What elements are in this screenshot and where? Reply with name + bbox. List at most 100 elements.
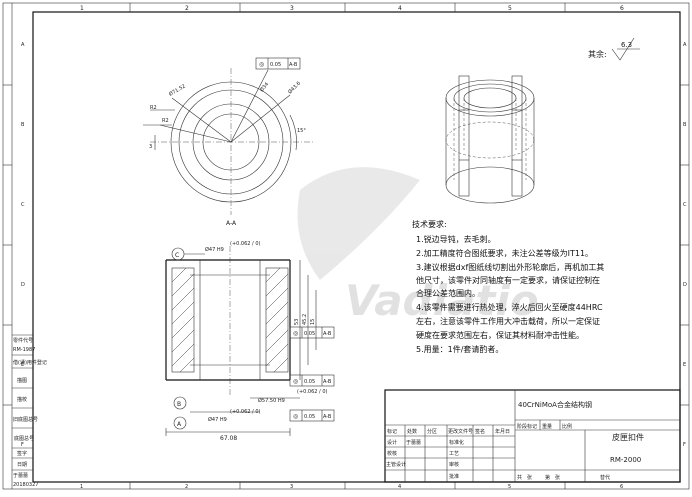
dim-bot-tol: (+0.062 / 0) [230, 409, 260, 415]
tb-row1-role: 设计 [387, 439, 397, 446]
zone-row-A: A [21, 42, 25, 48]
tech-req-title: 技术要求: [412, 219, 447, 229]
dim-mid-tol: (+0.062 / 0) [297, 389, 327, 395]
zone-col-1: 1 [80, 5, 84, 12]
stage-header-3: 比例 [562, 423, 572, 430]
sheet-total-unit: 张 [527, 474, 532, 481]
gdt1-datum: A-B [289, 62, 298, 68]
surface-finish-note: 其余: 6.3 [588, 37, 640, 61]
tb-row2-item: 工艺 [449, 451, 459, 457]
version-label: 替代 [600, 474, 610, 481]
dim-r2-b: R2 [150, 105, 157, 111]
tech-req-line-1: 1.锐边导钝，去毛刺。 [416, 234, 496, 244]
left-registration-strip: 零件代号 RM-1987 借(通)用件登记 描图 描校 旧底图总号 底图总号 签… [12, 334, 47, 488]
zone-row-right-F: F [683, 442, 686, 448]
dim-height-45: 45.2 [302, 314, 308, 325]
tech-req-line-5: 合理公差范围内。 [416, 288, 480, 298]
dim-height-15: 15 [310, 319, 316, 325]
tb-row1-name: 于蕾蕾 [406, 439, 421, 446]
dim-r2-a: R2 [162, 118, 169, 124]
surface-finish-label: 其余: [588, 49, 607, 59]
concentricity-icon: ◎ [259, 61, 264, 68]
strip-signed-date: 20180327 [13, 482, 38, 488]
stage-header-1: 阶段标记 [517, 423, 537, 430]
zone-col-bottom-3: 3 [290, 484, 293, 490]
dim-d43: Ø43.6 [286, 80, 302, 96]
tb-header-change-no: 更改文件号 [448, 428, 473, 435]
strip-trace-check: 描校 [17, 396, 27, 403]
dim-d34: Ø34 [258, 81, 270, 93]
zone-row-F: F [21, 442, 24, 448]
inner-frame [32, 11, 681, 483]
sheet-index: 第 [545, 474, 550, 481]
gdt-frame-3: ◎ 0.05 A-B [289, 374, 335, 387]
technical-requirements: 技术要求: 1.锐边导钝，去毛刺。 2.加工精度符合图纸要求，未注公差等级为IT… [412, 219, 604, 354]
tech-req-line-4: 他尺寸，该零件对同轴度有一定要求，请保证控制在 [416, 275, 600, 285]
outer-frame [2, 2, 690, 490]
zone-row-right-C: C [683, 202, 687, 208]
part-name: 皮匣扣件 [612, 432, 644, 442]
tb-header-zone: 分区 [427, 428, 437, 435]
tech-req-line-2: 2.加工精度符合图纸要求，未注公差等级为IT11。 [416, 248, 593, 258]
dim-side-3: 3 [149, 144, 152, 150]
strip-part-code-value: RM-1987 [13, 347, 35, 353]
title-block: 40CrNiMoA合金结构钢 皮匣扣件 RM-2000 阶段标记 重量 比例 共… [384, 389, 681, 483]
section-label-a-a: A-A [226, 220, 237, 227]
zone-row-B: B [21, 122, 25, 128]
tb-header-count: 处数 [407, 428, 417, 435]
zone-col-bottom-1: 1 [80, 484, 83, 490]
tb-header-date: 年月日 [495, 428, 510, 435]
zone-col-bottom-2: 2 [185, 484, 188, 490]
zone-row-right-A: A [683, 42, 687, 48]
roughness-symbol-icon [611, 37, 635, 61]
zone-row-E: E [21, 362, 24, 368]
sheet-total: 共 [517, 474, 522, 481]
strip-trace: 描图 [17, 377, 27, 384]
tb-row1-item: 标准化 [449, 439, 464, 446]
dim-angle-15: 15° [297, 128, 306, 134]
tech-req-line-6: 4.该零件需要进行热处理，淬火后回火至硬度44HRC [416, 302, 603, 312]
gdt4-concentricity-icon: ◎ [293, 413, 298, 420]
zone-col-bottom-5: 5 [508, 484, 511, 490]
sheet-index-unit: 张 [555, 474, 560, 481]
strip-signer: 于蕾蕾 [13, 472, 28, 479]
zone-row-D: D [21, 282, 25, 288]
strip-sign: 签字 [17, 450, 27, 457]
zone-col-4: 4 [398, 5, 402, 12]
drawing-number: RM-2000 [610, 456, 641, 464]
tb-row3-item: 审核 [449, 461, 459, 468]
datum-c-label: C [175, 252, 179, 259]
strip-old-base-no: 旧底图总号 [13, 416, 38, 423]
surface-finish-value: 6.3 [621, 41, 632, 49]
tech-req-line-9: 5.用量：1件/套请酌者。 [416, 344, 503, 354]
zone-row-right-D: D [683, 282, 687, 288]
zone-row-right-B: B [683, 122, 687, 128]
dim-top-main: Ø47 H9 [205, 246, 224, 253]
section-view: 53 45.2 15 67.08 C Ø47 H9 (+0.062 / 0) B… [165, 241, 327, 442]
hatch-left [171, 267, 195, 373]
dim-mid-main: Ø57.50 H9 [258, 397, 285, 404]
gdt2-tolerance: 0.05 [304, 331, 315, 337]
zone-markers-top: 1 2 3 4 5 6 [80, 3, 624, 12]
datum-a-icon [173, 416, 187, 430]
gdt1-tolerance: 0.05 [270, 62, 281, 68]
gdt4-datum: A-B [323, 414, 332, 420]
dim-top-tol: (+0.062 / 0) [230, 241, 260, 247]
datum-a-label: A [177, 421, 182, 428]
stage-header-2: 重量 [542, 423, 552, 430]
strip-date: 日期 [17, 462, 27, 468]
hatch-right [265, 267, 289, 373]
tech-req-line-8: 硬度在要求范围左右，保证其材料耐冲击性能。 [416, 330, 584, 340]
dim-width-67: 67.08 [220, 435, 237, 442]
tb-header-sign: 签名 [475, 428, 485, 435]
watermark: Vadiatio [297, 167, 539, 325]
isometric-view [445, 75, 535, 204]
top-view: 3 R2 R2 Ø71.52 Ø34 Ø43.6 15° A-A [143, 68, 315, 227]
tech-req-line-3: 3.建议根据dxf图纸线切割出外形轮廓后，再机加工其 [416, 262, 604, 272]
zone-col-3: 3 [290, 5, 294, 12]
tb-row4-item: 批准 [449, 473, 459, 480]
zone-col-2: 2 [185, 5, 189, 12]
gdt3-datum: A-B [323, 379, 332, 385]
tb-row2-role: 校核 [387, 450, 397, 457]
zone-row-right-E: E [683, 362, 686, 368]
